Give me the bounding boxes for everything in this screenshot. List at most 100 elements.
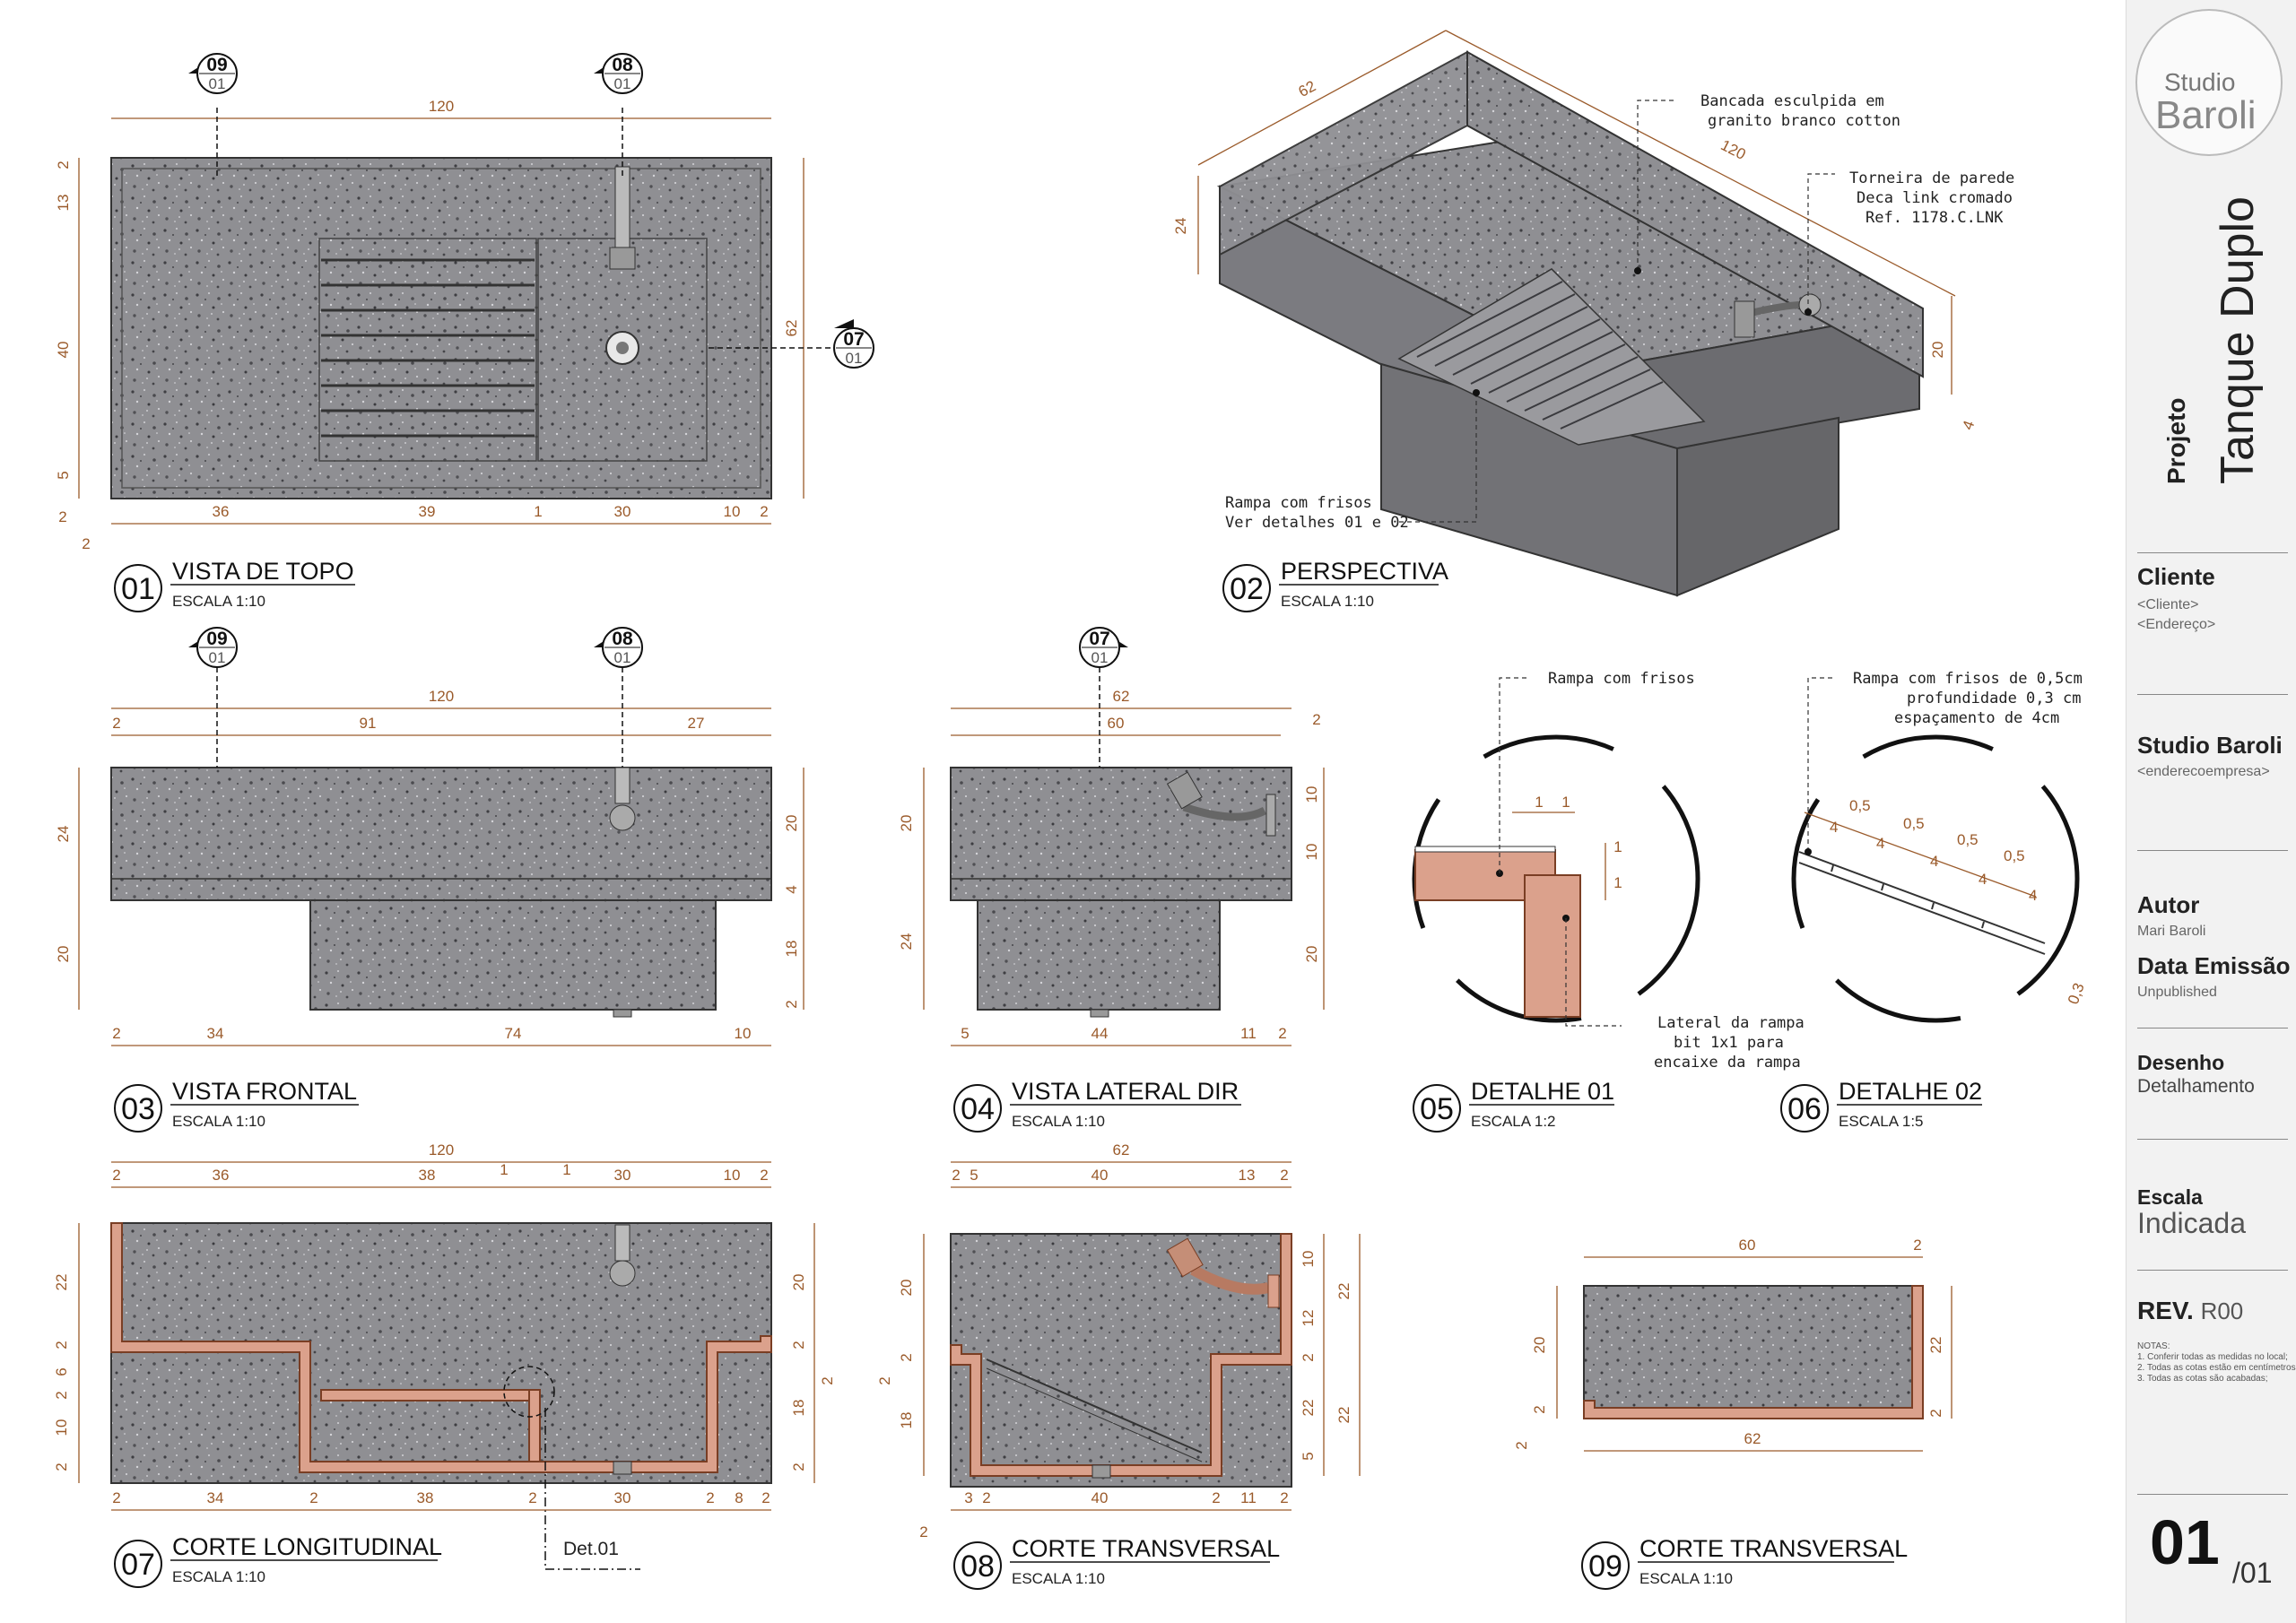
- dim: 2: [112, 1025, 120, 1042]
- side-counter: [950, 767, 1292, 901]
- view-scale: ESCALA 1:10: [1281, 593, 1374, 610]
- note-torneira: Torneira de parede: [1849, 169, 2014, 187]
- dim: 4: [1959, 418, 1978, 431]
- sec9-body: [1583, 1285, 1924, 1419]
- side-faucet-icon: [1166, 771, 1276, 837]
- trans-cut: [950, 1233, 1292, 1477]
- dim: 2: [82, 535, 90, 552]
- dim: 22: [1927, 1337, 1944, 1354]
- note-1: 1. Conferir todas as medidas no local;: [2137, 1352, 2288, 1362]
- dim: 20: [898, 815, 915, 832]
- dim: 44: [1091, 1025, 1109, 1042]
- view-title-05: 05 DETALHE 01 ESCALA 1:2: [1413, 1078, 1614, 1133]
- marker-num: 07: [843, 329, 864, 350]
- view-title-04: 04 VISTA LATERAL DIR ESCALA 1:10: [953, 1078, 1241, 1133]
- dim: 20: [898, 1280, 915, 1297]
- dim: 2: [53, 1462, 70, 1471]
- view-title: DETALHE 02: [1839, 1078, 1982, 1105]
- view-01-top: 120 36 39 1 30 10 2 2 2 13 40 5 2 62: [55, 98, 804, 552]
- dim: 2: [1212, 1489, 1220, 1506]
- logo-line-2: Baroli: [2155, 93, 2257, 137]
- section-marker-07b: 07 01: [1079, 627, 1128, 768]
- view-number: 02: [1230, 572, 1264, 606]
- dim: 22: [1335, 1283, 1352, 1300]
- dim: 2: [790, 1341, 807, 1349]
- note-det1: bit 1x1 para: [1674, 1034, 1784, 1052]
- dim: 22: [53, 1274, 70, 1291]
- dim: 5: [1300, 1452, 1317, 1460]
- revision: REV. R00: [2137, 1297, 2243, 1325]
- view-title: CORTE TRANSVERSAL: [1012, 1535, 1280, 1562]
- note-det2: Rampa com frisos de 0,5cm: [1853, 670, 2083, 688]
- dim: 2: [761, 1489, 770, 1506]
- dim: 4: [1979, 871, 1987, 888]
- date-label: Data Emissão: [2137, 952, 2291, 979]
- dim-total: 120: [429, 98, 454, 115]
- view-title: VISTA FRONTAL: [172, 1078, 357, 1105]
- front-counter: [110, 767, 772, 901]
- marker-sheet: 01: [209, 649, 226, 666]
- author-name: Mari Baroli: [2137, 924, 2206, 939]
- dim: 11: [1240, 1489, 1257, 1506]
- view-title: CORTE LONGITUDINAL: [172, 1533, 442, 1560]
- dim: 10: [1303, 844, 1320, 861]
- dim: 2: [112, 1167, 120, 1184]
- dim: 8: [735, 1489, 743, 1506]
- dim: 30: [614, 503, 631, 520]
- view-title-02: 02 PERSPECTIVA ESCALA 1:10: [1222, 558, 1448, 612]
- view-title-08: 08 CORTE TRANSVERSAL ESCALA 1:10: [953, 1535, 1280, 1590]
- dim: 38: [419, 1167, 436, 1184]
- dim: 2: [898, 1353, 915, 1361]
- dim: 20: [1531, 1337, 1548, 1354]
- marker-sheet: 01: [846, 350, 863, 367]
- dim: 10: [1300, 1251, 1317, 1268]
- client-address: <Endereço>: [2137, 617, 2216, 632]
- note-torneira: Ref. 1178.C.LNK: [1866, 209, 2004, 227]
- view-title: VISTA DE TOPO: [172, 558, 354, 585]
- note-rampa: Ver detalhes 01 e 02: [1225, 514, 1409, 532]
- dim: 2: [876, 1376, 893, 1384]
- dim: 62: [1744, 1430, 1761, 1447]
- view-number: 01: [121, 572, 155, 606]
- marker-sheet: 01: [614, 75, 631, 92]
- dim: 0,5: [2004, 847, 2025, 864]
- revision-value: R00: [2200, 1298, 2244, 1324]
- project-name: Tanque Duplo: [2212, 196, 2264, 484]
- dim: 74: [505, 1025, 522, 1042]
- sheet-number: 01: [2150, 1507, 2220, 1577]
- dim: 18: [790, 1400, 807, 1417]
- view-number: 06: [1787, 1092, 1822, 1126]
- dim: 4: [783, 885, 800, 893]
- marker-sheet: 01: [209, 75, 226, 92]
- note-bancada: granito branco cotton: [1708, 112, 1900, 130]
- view-title-03: 03 VISTA FRONTAL ESCALA 1:10: [114, 1078, 359, 1133]
- side-basin: [977, 899, 1221, 1011]
- sec9-cut: [1583, 1285, 1924, 1419]
- view-title-01: 01 VISTA DE TOPO ESCALA 1:10: [114, 558, 355, 612]
- dim: 10: [724, 503, 741, 520]
- sheet-total: /01: [2232, 1557, 2273, 1589]
- dim: 1: [534, 503, 542, 520]
- dim: 0,5: [1957, 831, 1979, 848]
- persp-faucet-icon: [1734, 293, 1822, 338]
- dim: 2: [1531, 1405, 1548, 1413]
- dim: 20: [1929, 342, 1946, 359]
- dim: 30: [614, 1489, 631, 1506]
- drawing-label: Desenho: [2137, 1051, 2225, 1074]
- view-number: 03: [121, 1092, 155, 1126]
- dim: 2: [112, 715, 120, 732]
- dim: 27: [688, 715, 705, 732]
- dim: 2: [952, 1167, 960, 1184]
- project-label: Projeto: [2162, 397, 2190, 484]
- dim: 24: [898, 933, 915, 950]
- view-number: 08: [961, 1549, 995, 1584]
- view-09-transversal: 60 2 62 20 2 22 2 2: [1513, 1237, 1952, 1452]
- date-value: Unpublished: [2137, 985, 2217, 1000]
- section-marker-07: 07 01: [709, 319, 874, 369]
- dim: 39: [419, 503, 436, 520]
- dim: 0,3: [2065, 981, 2088, 1007]
- note-3: 3. Todas as cotas são acabadas;: [2137, 1374, 2268, 1384]
- dim: 2: [1280, 1167, 1288, 1184]
- view-scale: ESCALA 1:5: [1839, 1113, 1924, 1130]
- dim: 10: [1303, 786, 1320, 803]
